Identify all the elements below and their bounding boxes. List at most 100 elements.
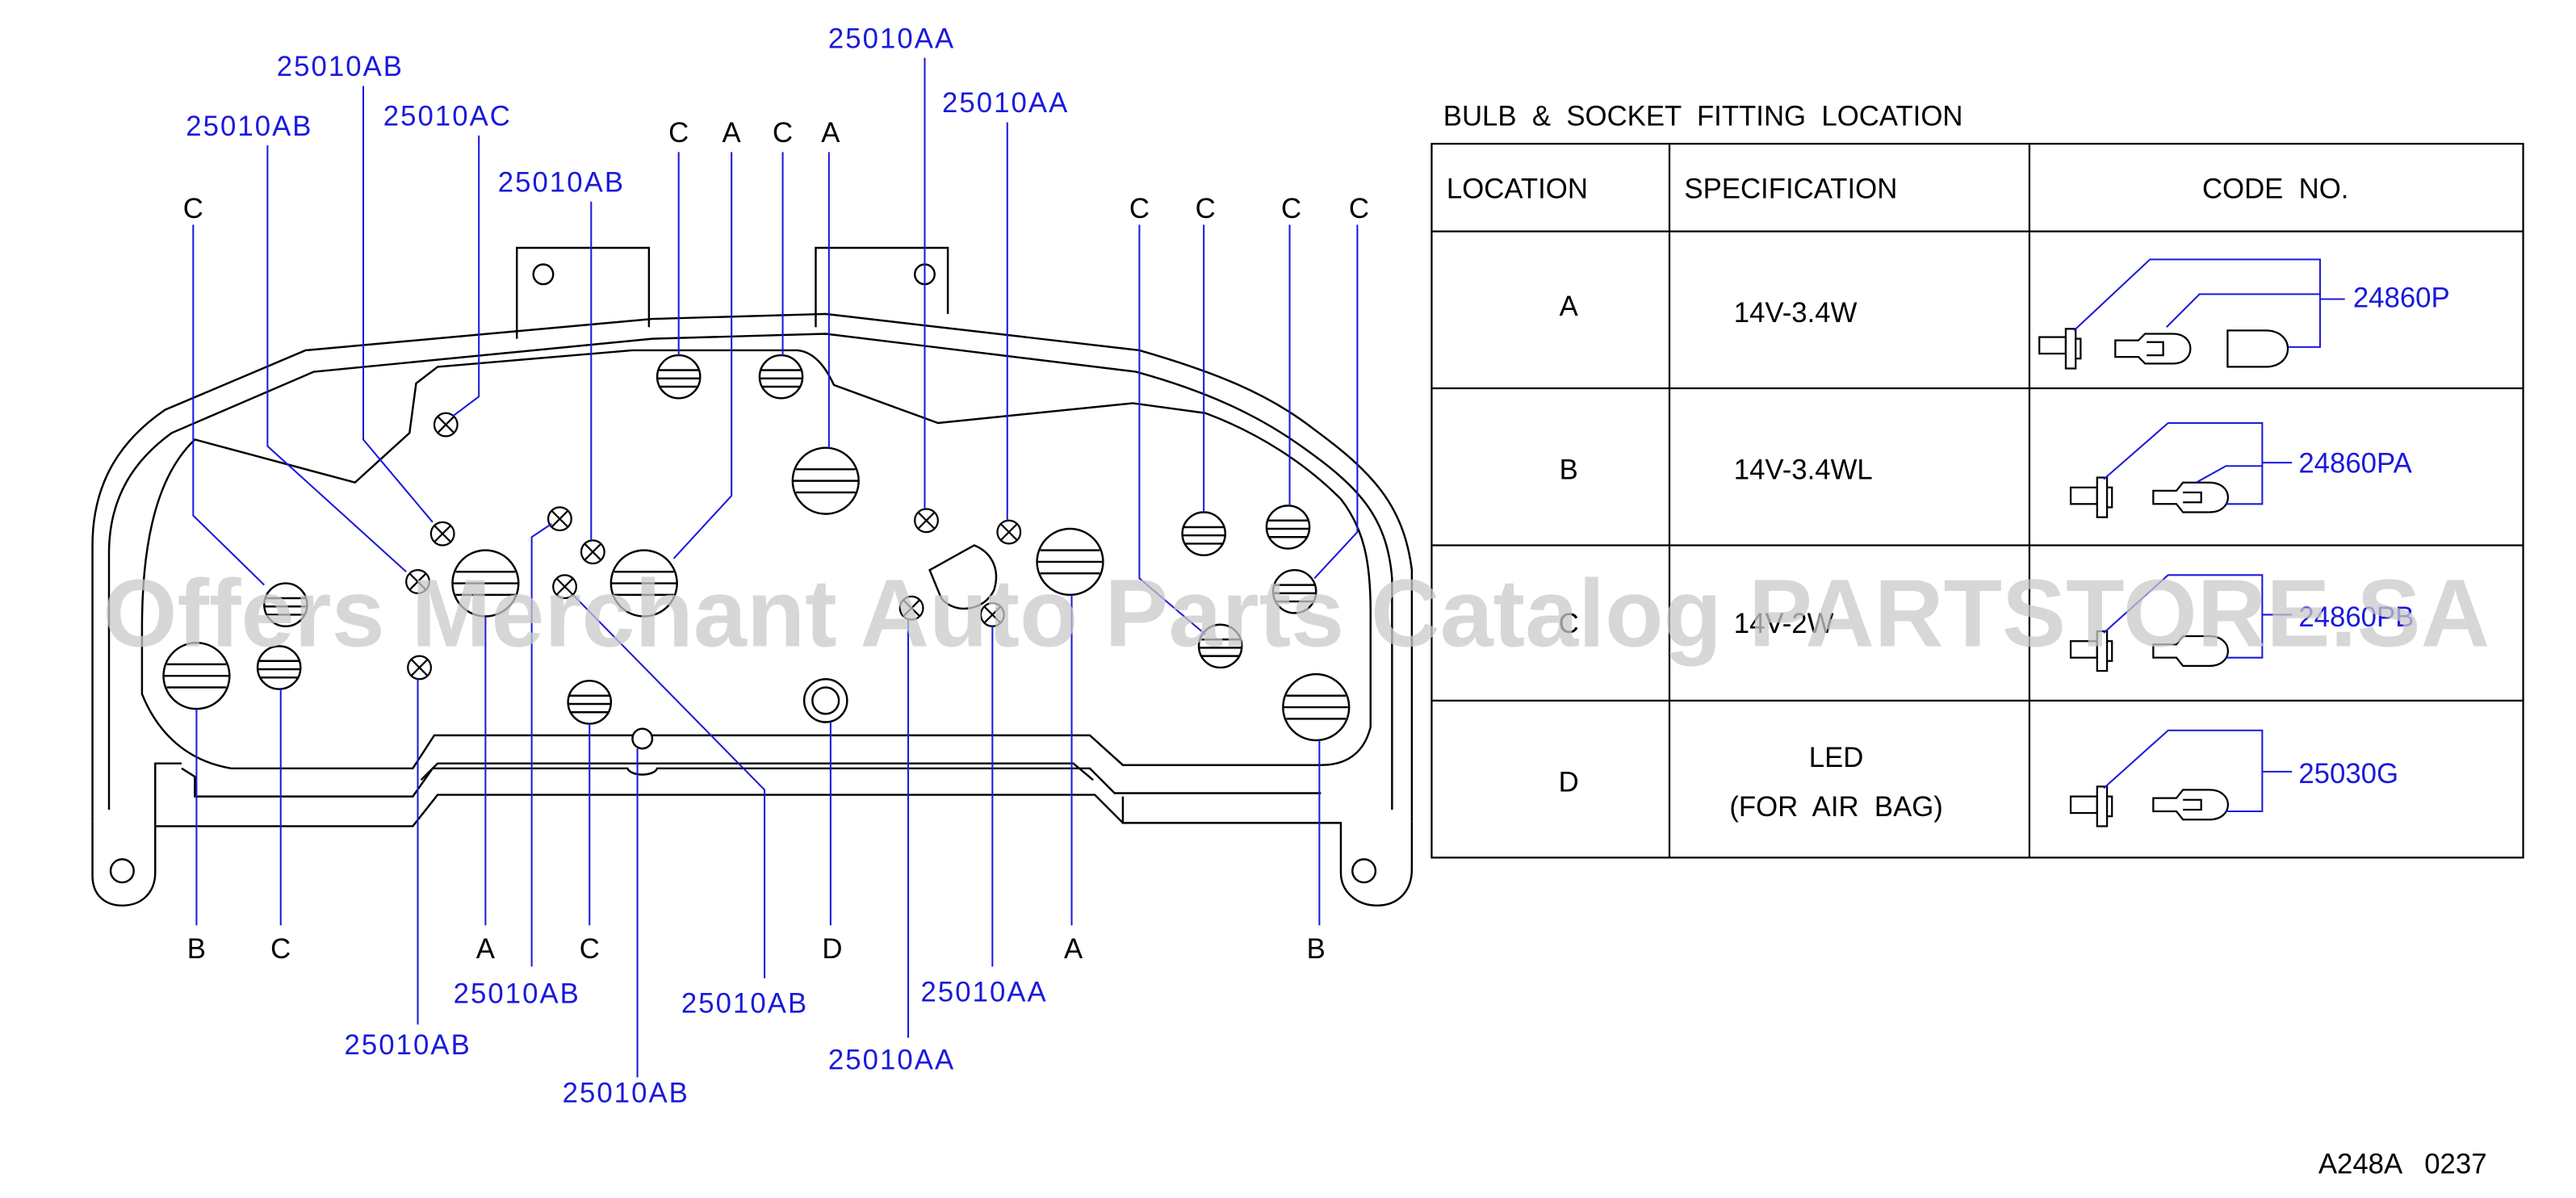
socket-icon-a [2038, 328, 2082, 370]
bulb-c-9 [1197, 623, 1243, 669]
letter-top-a-1: A [723, 118, 742, 149]
bulb-a-3 [609, 549, 678, 618]
bottom-rail-3 [420, 762, 1094, 781]
x-socket-1 [433, 412, 459, 438]
warning-lamp-housing [928, 544, 998, 610]
row-a-spec: 14V-3.4W [1734, 298, 1858, 329]
leader-25010ac [451, 135, 480, 417]
callout-25010aa-1: 25010AA [828, 23, 955, 54]
mount-hole-right [1351, 858, 1377, 884]
letter-top-c-3: C [773, 118, 793, 149]
mount-hole-left [109, 858, 135, 884]
leader-24860p [2073, 258, 2345, 348]
x-socket-2 [429, 521, 455, 547]
bulb-a-1 [791, 446, 860, 515]
row-a-location: A [1560, 291, 1579, 322]
leader-24860pa [2103, 421, 2293, 505]
letter-bottom-b-2: B [1307, 934, 1326, 965]
row-d-location: D [1559, 767, 1579, 798]
callout-25010ab-1: 25010AB [186, 111, 312, 142]
callout-25010aa-3: 25010AA [828, 1045, 955, 1075]
table-leaders [2073, 258, 2345, 813]
socket-icon-b [2069, 476, 2113, 518]
row-d-spec-note: (FOR AIR BAG) [1729, 792, 1943, 823]
leader-25010ab-5 [530, 523, 552, 967]
socket-icon-c [2069, 630, 2113, 672]
letter-bottom-b-1: B [187, 934, 206, 965]
callout-25010ac: 25010AC [383, 102, 512, 132]
x-sockets [405, 412, 1022, 681]
table-rows: A 14V-3.4W 24860P B 14V-3.4WL 24860PA C … [1559, 283, 2450, 823]
bottom-rail-2 [181, 767, 1322, 798]
leader-25010ab-2 [362, 86, 434, 523]
header-code-no: CODE NO. [2202, 174, 2349, 205]
watermark: Offers Merchant Auto Parts Catalog PARTS… [103, 560, 2490, 667]
x-socket-7 [407, 655, 433, 681]
leader-lines [192, 57, 1359, 1078]
callout-25010ab-3: 25010AB [498, 167, 625, 198]
letter-top-c-5: C [1196, 194, 1216, 224]
row-b-location: B [1560, 455, 1578, 486]
letter-bottom-a-1: A [476, 934, 496, 965]
table-title: BULB & SOCKET FITTING LOCATION [1443, 102, 1963, 132]
figure-code: A248A 0237 [2318, 1149, 2487, 1179]
callout-25010ab-7: 25010AB [681, 989, 808, 1020]
part-illustrations [2038, 328, 2289, 827]
bulb-icon-c [2152, 635, 2230, 668]
callout-25010ab-5: 25010AB [454, 978, 580, 1009]
letter-top-c-2: C [668, 118, 689, 149]
x-socket-5 [580, 539, 605, 565]
bulb-c-3 [263, 582, 308, 628]
callout-25010aa-4: 25010AA [920, 977, 1047, 1007]
leader-25030g [2103, 729, 2293, 813]
row-c-location: C [1559, 609, 1579, 639]
small-socket-bottom [631, 727, 654, 750]
tab-hole-left [532, 263, 555, 286]
leader-c-top-1 [192, 224, 265, 586]
letter-bottom-a-2: A [1064, 934, 1083, 965]
fitting-table: BULB & SOCKET FITTING LOCATION LOCATION … [1430, 102, 2524, 859]
bulb-c-4 [256, 645, 302, 690]
letter-bottom-c-2: C [580, 934, 600, 965]
leader-24860pb [2103, 574, 2293, 659]
callout-25010ab-4: 25010AB [345, 1030, 471, 1061]
bulb-b-2 [1282, 672, 1351, 742]
table-header-row: LOCATION SPECIFICATION CODE NO. [1447, 174, 2349, 205]
row-d-code: 25030G [2298, 759, 2398, 790]
bulb-d [802, 678, 848, 723]
letter-top-c-6: C [1281, 194, 1301, 224]
bulb-c-8 [1271, 568, 1317, 614]
leader-25010ab-7 [572, 594, 766, 978]
location-letters: C C A C A C C C C B C A C D A B [183, 118, 1369, 965]
top-mount-tab-right [815, 246, 949, 328]
bulb-c-1 [656, 354, 702, 400]
callout-labels: 25010AB 25010AB 25010AC 25010AB 25010AA … [186, 23, 1069, 1108]
bulb-icon-d [2152, 789, 2230, 821]
letter-top-c-1: C [183, 194, 203, 224]
x-socket-8 [914, 508, 939, 534]
housing-outer [91, 312, 1414, 822]
bulb-c-2 [758, 354, 804, 400]
leader-c-top-7 [1313, 224, 1359, 580]
callout-25010aa-2: 25010AA [942, 88, 1069, 119]
row-c-code: 24860PB [2298, 602, 2414, 633]
socket-icon-d [2069, 785, 2113, 827]
callout-25010ab-6: 25010AB [563, 1078, 689, 1108]
row-d-spec: LED [1809, 743, 1864, 773]
cap-icon-a [2226, 329, 2289, 368]
x-socket-11 [979, 601, 1005, 627]
x-socket-4 [547, 506, 572, 532]
leader-c-top-4 [1138, 224, 1206, 635]
bulb-c-7 [1265, 505, 1311, 550]
letter-top-c-7: C [1349, 194, 1369, 224]
row-b-spec: 14V-3.4WL [1734, 455, 1873, 486]
letter-top-c-4: C [1129, 194, 1150, 224]
x-socket-3 [405, 569, 430, 594]
callout-25010ab-2: 25010AB [277, 52, 404, 82]
row-c-spec: 14V-2W [1734, 609, 1834, 639]
bulb-c-5 [567, 680, 613, 725]
row-b-code: 24860PA [2298, 448, 2412, 479]
header-specification: SPECIFICATION [1684, 174, 1897, 205]
x-socket-9 [996, 519, 1022, 545]
bulb-c-6 [1181, 511, 1226, 556]
